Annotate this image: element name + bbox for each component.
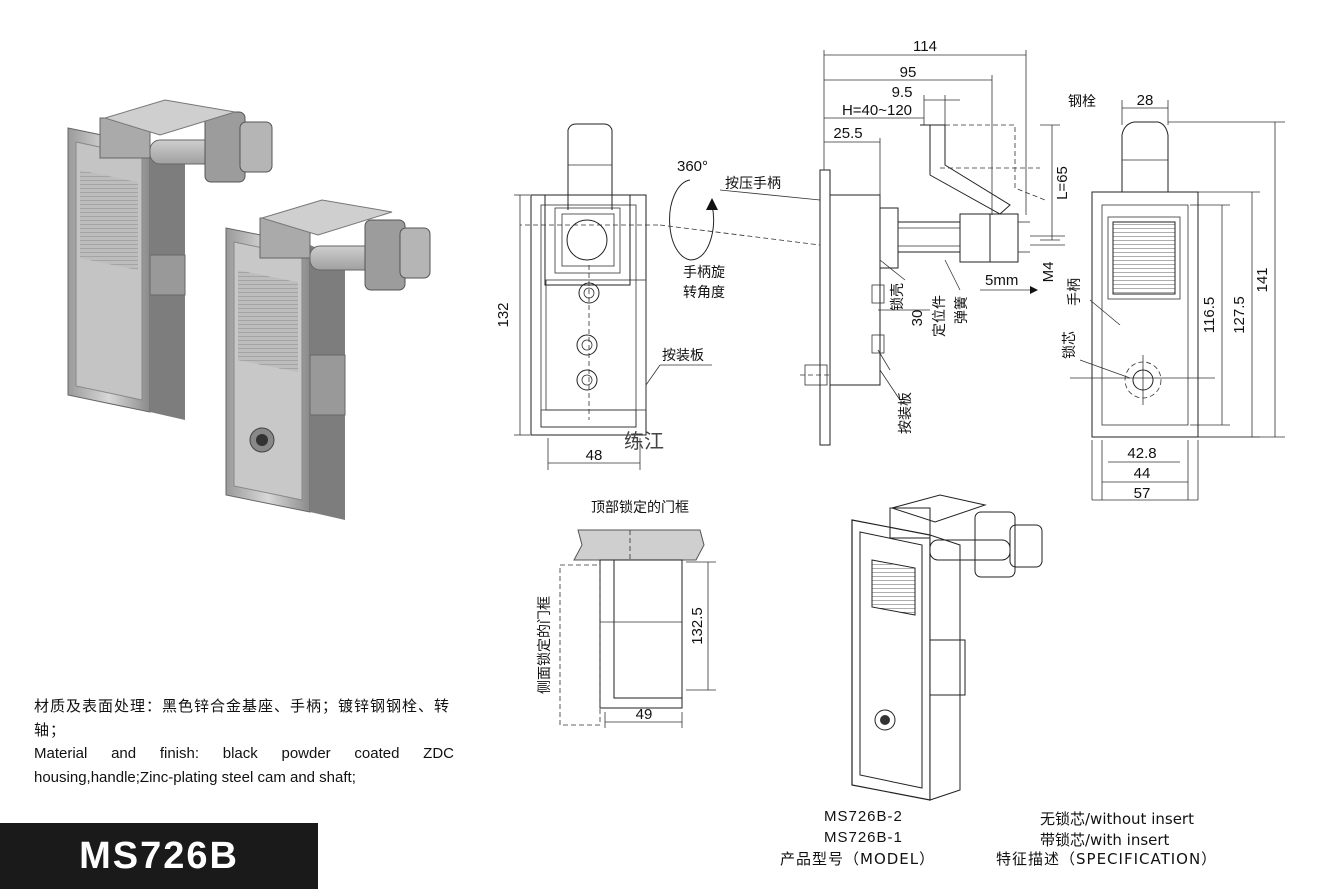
dim-l: L=65 — [1054, 166, 1071, 200]
material-description: 材质及表面处理：黑色锌合金基座、手柄；镀锌钢钢栓、转轴； Material an… — [34, 694, 454, 790]
label-mount-plate-front: 按装板 — [662, 348, 704, 364]
dim-49: 49 — [636, 706, 653, 723]
rotation-angle: 360° — [677, 158, 708, 175]
side-view — [800, 50, 1065, 446]
dim-m4: M4 — [1040, 262, 1057, 283]
dim-114: 114 — [913, 38, 937, 55]
label-rotate-line2: 转角度 — [683, 285, 725, 301]
dim-127-5: 127.5 — [1231, 296, 1248, 334]
label-press-handle: 按压手柄 — [725, 176, 781, 192]
dim-116-5: 116.5 — [1201, 297, 1218, 333]
label-steel-bolt: 钢栓 — [1068, 94, 1096, 110]
dim-132: 132 — [495, 302, 512, 327]
rear-view — [1070, 100, 1285, 501]
dim-141: 141 — [1254, 267, 1271, 292]
label-side-frame: 侧面锁定的门框 — [537, 596, 553, 694]
dim-9-5: 9.5 — [892, 84, 913, 101]
product-photo-with-insert — [225, 199, 431, 520]
label-lock-core: 锁芯 — [1062, 331, 1078, 359]
label-mount-plate-side: 按装板 — [898, 392, 914, 434]
label-top-frame: 顶部锁定的门框 — [591, 500, 689, 516]
product-line-drawing — [851, 494, 1043, 801]
dim-h: H=40~120 — [842, 102, 912, 119]
front-view — [514, 123, 821, 470]
model-title: MS726B — [79, 834, 239, 877]
label-spring: 弹簧 — [954, 296, 970, 324]
cutout-view — [559, 529, 716, 728]
dim-30: 30 — [909, 310, 926, 327]
spec-row2: 带锁芯/with insert — [1040, 831, 1170, 849]
label-lock-shell: 锁壳 — [889, 283, 906, 311]
label-rotate-line1: 手柄旋 — [683, 265, 725, 281]
model-row2: MS726B-1 — [824, 829, 903, 846]
dim-25-5: 25.5 — [833, 125, 862, 142]
dim-5mm: 5mm — [985, 272, 1018, 289]
dim-132-5: 132.5 — [689, 607, 706, 645]
header-model: 产品型号（MODEL） — [780, 850, 936, 868]
model-title-box: MS726B — [0, 823, 318, 889]
description-en: Material and finish: black powder coated… — [34, 745, 454, 786]
label-handle: 手柄 — [1067, 278, 1083, 306]
label-locator: 定位件 — [932, 295, 948, 337]
spec-row1: 无锁芯/without insert — [1040, 810, 1194, 828]
description-cn: 材质及表面处理：黑色锌合金基座、手柄；镀锌钢钢栓、转轴； — [34, 697, 451, 739]
dim-42-8: 42.8 — [1127, 445, 1156, 462]
watermark: 练江 — [624, 429, 664, 453]
dim-48: 48 — [586, 447, 603, 464]
model-row1: MS726B-2 — [824, 808, 903, 825]
dim-57: 57 — [1134, 485, 1151, 502]
product-photo-without-insert — [67, 99, 273, 420]
header-spec: 特征描述（SPECIFICATION） — [996, 850, 1218, 868]
dim-28: 28 — [1137, 92, 1154, 109]
dim-95: 95 — [900, 64, 917, 81]
dim-44: 44 — [1134, 465, 1151, 482]
